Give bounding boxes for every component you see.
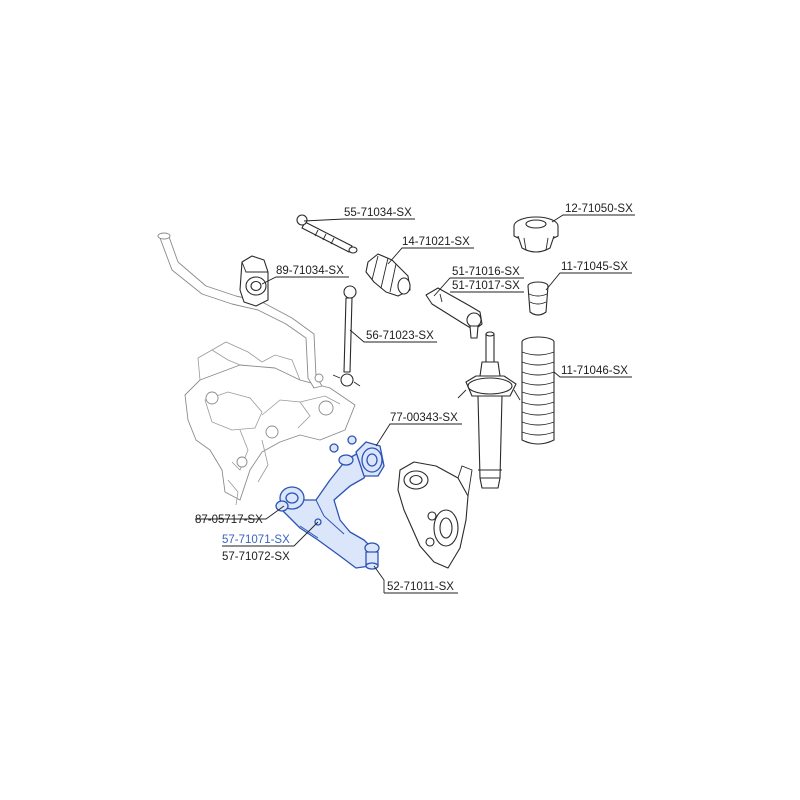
stabilizer-bar-drawing (157, 232, 324, 389)
label-51-71016-SX[interactable]: 51-71016-SX (452, 266, 520, 278)
strut-drawing (457, 331, 521, 489)
leader-lines (195, 214, 635, 594)
stabilizer-bushing-drawing (239, 255, 269, 307)
lower-control-arm-drawing (275, 435, 385, 570)
label-14-71021-SX[interactable]: 14-71021-SX (402, 236, 470, 248)
label-11-71046-SX[interactable]: 11-71046-SX (561, 365, 628, 377)
label-56-71023-SX[interactable]: 56-71023-SX (366, 330, 434, 342)
label-57-71071-SX[interactable]: 57-71071-SX (222, 534, 290, 546)
rack-boot-drawing (365, 253, 411, 297)
label-51-71017-SX[interactable]: 51-71017-SX (452, 280, 520, 292)
label-55-71034-SX[interactable]: 55-71034-SX (344, 207, 412, 219)
dust-boot-drawing (521, 336, 555, 445)
label-52-71011-SX[interactable]: 52-71011-SX (387, 581, 454, 593)
stabilizer-link-drawing (332, 285, 361, 387)
top-mount-drawing (513, 216, 559, 253)
steering-knuckle-drawing (397, 461, 473, 569)
subframe-drawing (184, 341, 356, 506)
part-labels: 55-71034-SX 14-71021-SX 89-71034-SX 51-7… (195, 203, 633, 593)
label-12-71050-SX[interactable]: 12-71050-SX (565, 203, 633, 215)
label-89-71034-SX[interactable]: 89-71034-SX (276, 265, 344, 277)
outer-tie-rod-end-drawing (425, 287, 483, 339)
label-11-71045-SX[interactable]: 11-71045-SX (561, 261, 628, 273)
label-87-05717-SX[interactable]: 87-05717-SX (195, 514, 263, 526)
label-57-71072-SX[interactable]: 57-71072-SX (222, 551, 290, 563)
label-77-00343-SX[interactable]: 77-00343-SX (390, 412, 458, 424)
bump-stop-drawing (527, 281, 549, 316)
inner-tie-rod-drawing (296, 214, 358, 254)
